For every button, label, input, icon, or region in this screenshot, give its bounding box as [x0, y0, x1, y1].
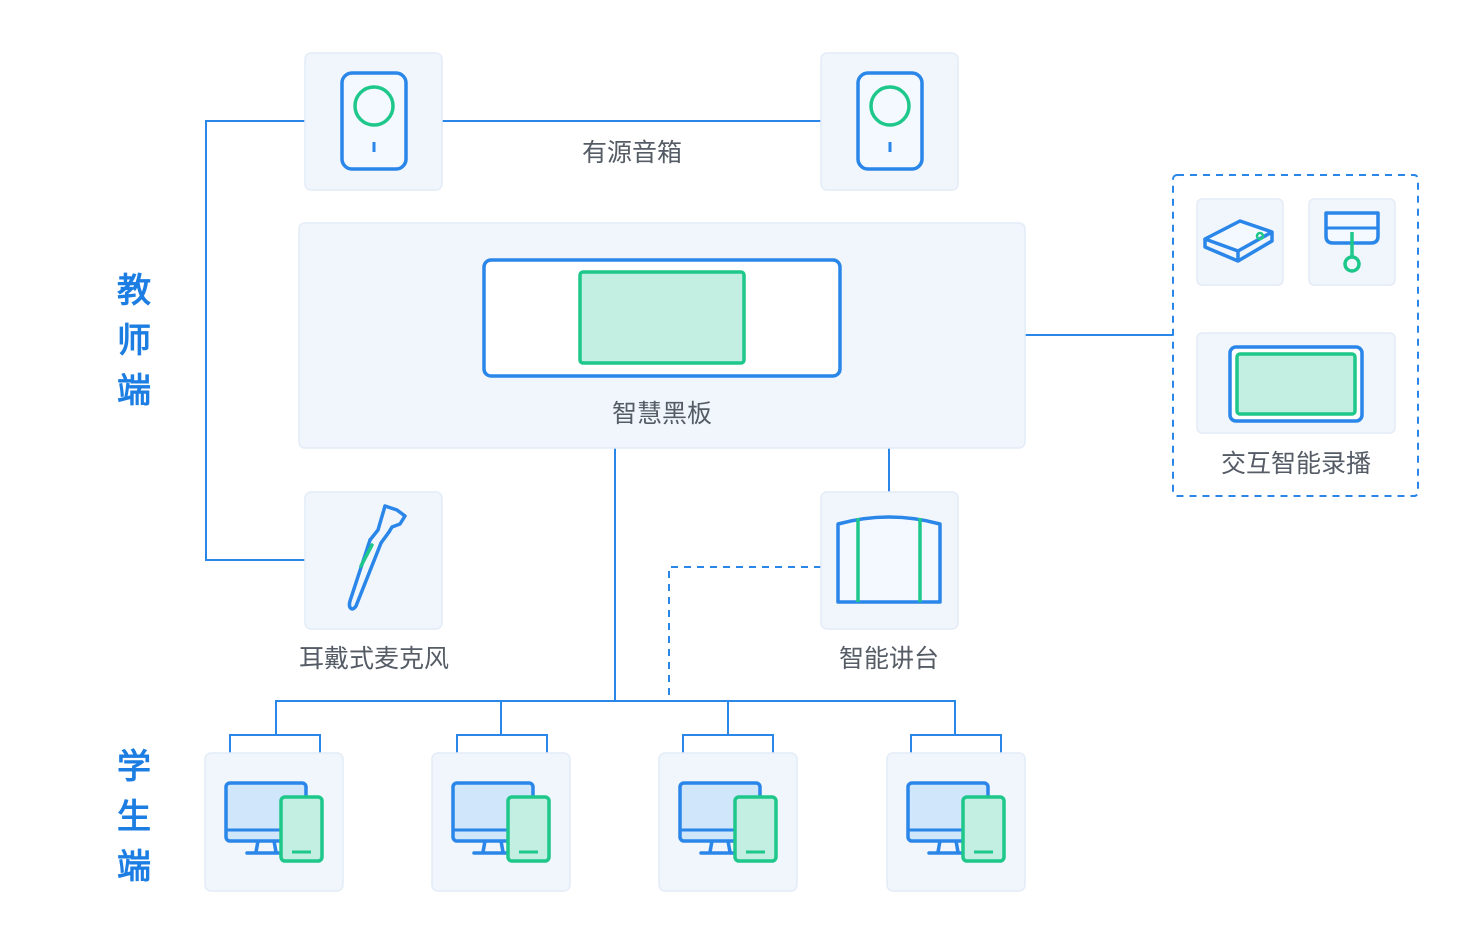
speaker-icon — [340, 71, 408, 171]
camera-icon — [1324, 211, 1380, 273]
computer-tablet-icon — [451, 781, 551, 863]
teacher-side-label: 教 师 端 — [104, 266, 164, 416]
student-bracket-line — [682, 734, 774, 753]
headset-mic-label: 耳戴式麦克风 — [299, 644, 449, 673]
podium-icon — [836, 515, 942, 604]
student-side-char: 生 — [117, 797, 151, 837]
student-side-label: 学 生 端 — [104, 742, 164, 892]
computer-tablet-icon — [678, 781, 778, 863]
computer-tablet-icon — [906, 781, 1006, 863]
student-device-node — [431, 752, 571, 892]
podium-dashed-line — [668, 566, 821, 701]
speaker-icon — [856, 71, 924, 171]
speaker-node-right — [820, 52, 959, 191]
display-icon — [1228, 345, 1364, 423]
teacher-side-char: 教 — [117, 271, 151, 311]
student-bracket-line — [229, 734, 321, 753]
smart-board-label: 智慧黑板 — [612, 399, 712, 428]
projector-icon — [1203, 219, 1274, 263]
recording-group: 交互智能录播 — [1172, 174, 1419, 497]
teacher-side-char: 师 — [117, 321, 151, 361]
student-device-node — [886, 752, 1026, 892]
headset-mic-node: 耳戴式麦克风 — [299, 491, 449, 673]
teacher-side-char: 端 — [117, 371, 151, 411]
smart-podium-label: 智能讲台 — [839, 644, 939, 673]
speaker-node-left — [304, 52, 443, 191]
smart-board-icon — [482, 258, 842, 378]
speakers-label: 有源音箱 — [582, 138, 682, 167]
student-bracket-line — [910, 734, 1002, 753]
student-bracket-line — [456, 734, 548, 753]
recording-label: 交互智能录播 — [1221, 449, 1371, 478]
student-bus-line — [275, 700, 956, 735]
computer-tablet-icon — [224, 781, 324, 863]
smart-board-node: 智慧黑板 — [298, 222, 1026, 449]
student-device-node — [658, 752, 798, 892]
teacher-loop-line — [205, 120, 305, 561]
student-side-char: 端 — [117, 847, 151, 887]
student-device-node — [204, 752, 344, 892]
headset-mic-icon — [347, 504, 407, 611]
student-side-char: 学 — [117, 747, 151, 787]
smart-podium-node: 智能讲台 — [820, 491, 959, 673]
